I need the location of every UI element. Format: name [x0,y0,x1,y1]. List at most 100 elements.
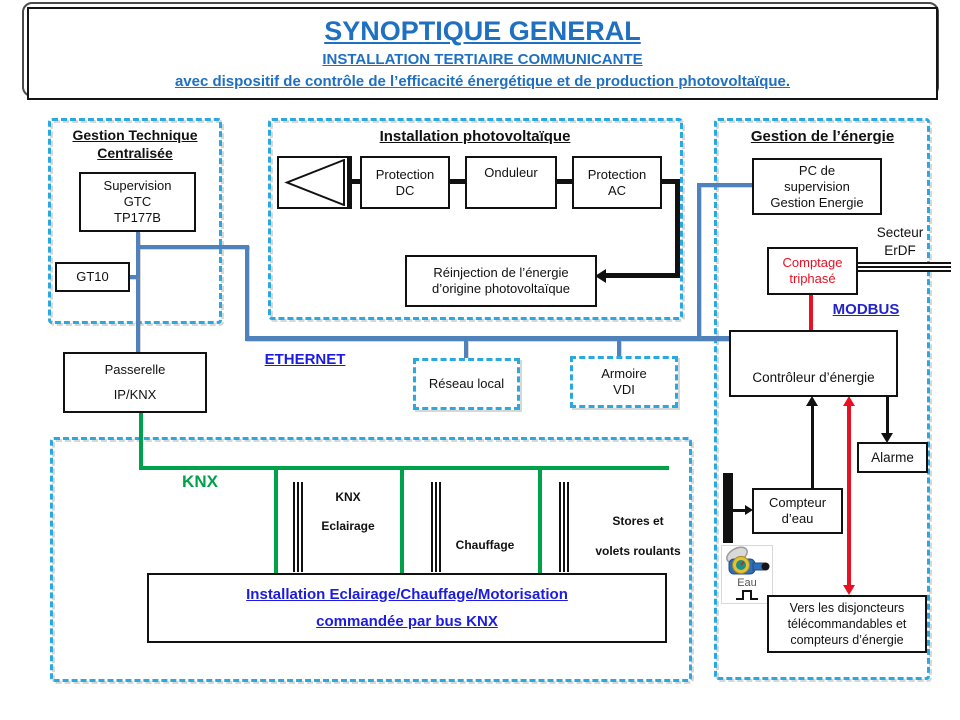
black-arrow-up-icon [806,396,818,406]
reseau-local-stub-line [464,341,468,360]
knx-section-frame [50,437,692,682]
knx-eclairage-line2: Eclairage [321,519,375,533]
compteur-eau-box: Compteur d’eau [752,488,843,534]
stores-volets-label: Stores et volets roulants [588,514,688,558]
reseau-local-label: Réseau local [428,376,505,391]
pv-connector2-line [449,179,466,184]
protection-dc-line2: DC [395,182,415,198]
compteur-eau-line2: d’eau [781,511,814,526]
ac-down-line [675,179,680,278]
armoire-vdi-box: Armoire VDI [570,356,678,408]
secteur-line2: ErDF [884,243,916,258]
protection-dc-line1: Protection [375,166,435,182]
gtc-to-passerelle-line [136,232,140,353]
knx-bus-icon [293,482,303,572]
passerelle-box: Passerelle IP/KNX [63,352,207,413]
gtc-horizontal-line [136,245,249,249]
water-arrow-right-icon [745,505,753,515]
comptage-triphase-box: Comptage triphasé [767,247,858,295]
vers-line1: Vers les disjoncteurs [789,601,905,615]
vers-line2: télécommandables et [787,617,907,631]
armoire-stub-line [617,341,621,358]
pc-supervision-box: PC de supervision Gestion Energie [752,158,882,215]
pc-supervision-line2: supervision [784,178,850,194]
page-subtitle: INSTALLATION TERTIAIRE COMMUNICANTE [322,50,643,68]
alarme-label: Alarme [871,449,914,465]
ethernet-trunk-line [245,336,732,341]
knx-trunk-line [139,466,669,470]
comptage-line1: Comptage [782,255,843,270]
vers-line3: compteurs d’énergie [790,633,904,647]
secteur-erdf-label: Secteur ErDF [862,224,938,260]
ethernet-label: ETHERNET [264,351,346,368]
water-supply-bar [723,473,733,543]
vers-disjoncteurs-box: Vers les disjoncteurs télécommandables e… [767,595,927,653]
disjoncteurs-line [847,404,851,588]
pc-supervision-line3: Gestion Energie [770,194,864,210]
stores-line2: volets roulants [595,544,681,558]
pv-connector3-line [556,179,573,184]
ac-out-line [661,179,680,184]
protection-dc-box: Protection DC [360,156,450,209]
pv-section-title: Installation photovoltaïque [379,128,571,145]
knx-bus-label: KNX [182,472,218,491]
gtc-section-title: Gestion Technique Centralisée [72,127,198,161]
supervision-line1: Supervision [103,178,172,193]
water-meter-image: Eau [721,545,773,604]
energy-section-title: Gestion de l’énergie [750,128,895,145]
title-frame: SYNOPTIQUE GENERAL INSTALLATION TERTIAIR… [27,7,938,100]
reinjection-line1: Réinjection de l’énergie [433,265,569,280]
pv-panel-box [277,156,352,209]
red-arrow-up-icon [843,396,855,406]
pc-supervision-line1: PC de [798,162,836,178]
supervision-line2: GTC [123,194,152,209]
installation-knx-line2: commandée par bus KNX [316,612,498,630]
protection-ac-box: Protection AC [572,156,662,209]
armoire-vdi-line1: Armoire [601,366,647,381]
page-subtitle-2: avec dispositif de contrôle de l’efficac… [174,72,791,90]
knx-bus-icon [431,482,441,572]
comptage-line2: triphasé [789,271,836,286]
armoire-vdi-line2: VDI [613,382,635,397]
passerelle-knx-drop-line [139,413,143,470]
gt10-stub-line [128,275,138,279]
reseau-local-box: Réseau local [413,358,520,410]
gt10-label: GT10 [76,269,109,284]
gtc-down-line [245,245,249,340]
knx-drop2-line [400,466,404,574]
mains-cable-icon [857,262,951,272]
modbus-line [809,294,813,332]
gt10-box: GT10 [55,262,130,292]
pulse-icon [736,590,758,600]
energy-section-frame [714,118,930,680]
knx-drop1-line [274,466,278,574]
supervision-gtc-box: Supervision GTC TP177B [79,172,196,232]
alarme-box: Alarme [857,442,928,473]
red-arrow-down-icon [843,585,855,595]
protection-ac-line1: Protection [587,166,647,182]
reinjection-line2: d’origine photovoltaïque [431,281,571,296]
eau-label: Eau [737,577,757,589]
knx-bus-icon [559,482,569,572]
gtc-section-frame [48,118,222,324]
knx-eclairage-line1: KNX [335,490,361,504]
water-feed-line [733,509,746,512]
supervision-line3: TP177B [114,210,161,225]
installation-knx-line1: Installation Eclairage/Chauffage/Motoris… [246,585,568,603]
controleur-label: Contrôleur d’énergie [752,370,875,385]
compteur-eau-line [811,404,814,488]
water-meter-icon [726,546,770,575]
onduleur-label: Onduleur [484,165,538,180]
passerelle-line1: Passerelle [104,362,166,378]
stores-line1: Stores et [612,514,664,528]
alarme-line [886,397,889,435]
reinjection-arrowhead-icon [595,269,606,283]
knx-drop3-line [538,466,542,574]
controleur-energie-box: Contrôleur d’énergie [729,330,898,397]
onduleur-box: Onduleur [465,156,557,209]
passerelle-line2: IP/KNX [113,386,157,402]
reinjection-feed-line [605,273,680,278]
pv-connector1-line [351,179,361,184]
protection-ac-line2: AC [607,182,627,198]
